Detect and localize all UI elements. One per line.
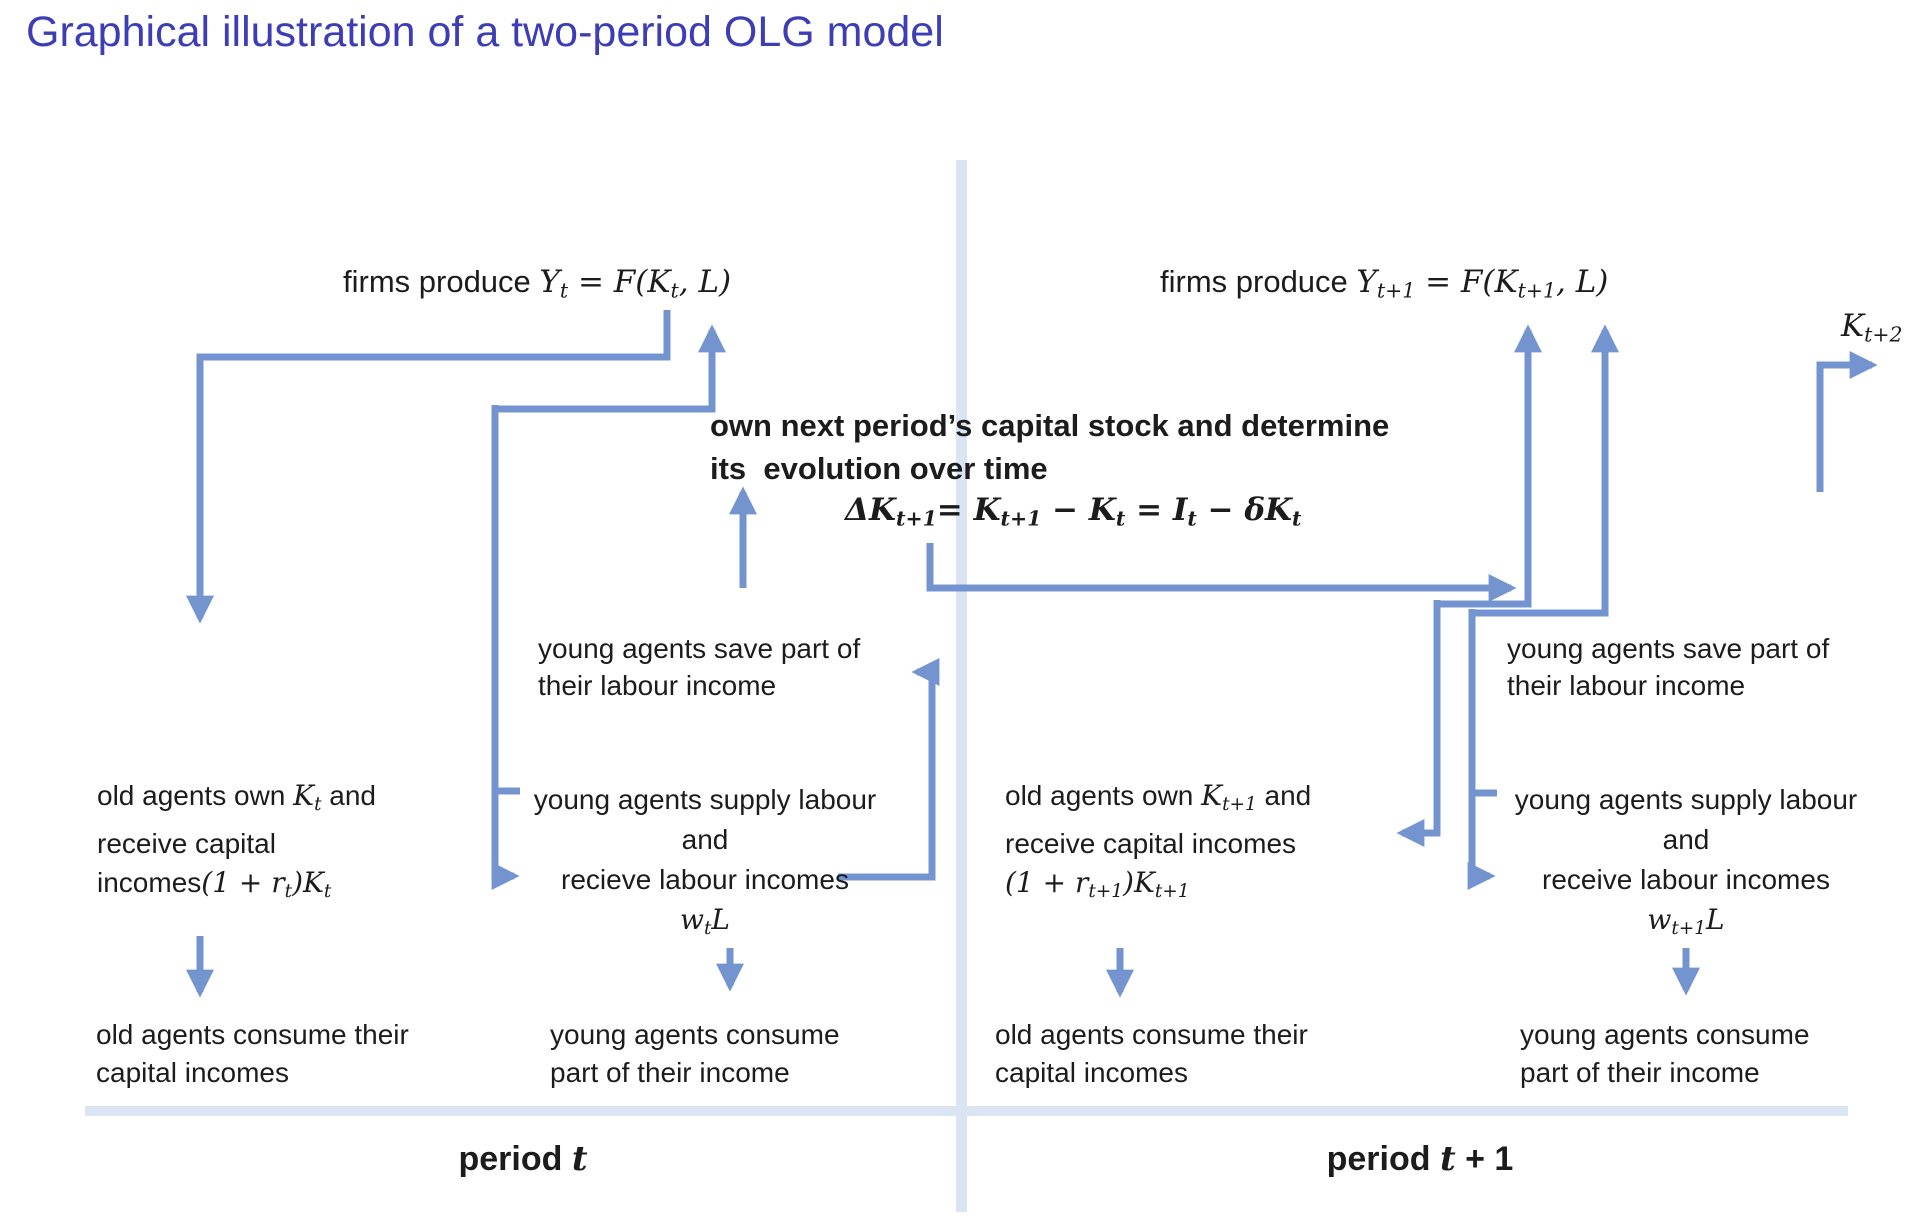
firms-produce-t1-formula: firms produce Yt+1 = F(Kt+1, L) <box>1160 264 1609 303</box>
slide-title: Graphical illustration of a two-period O… <box>26 8 944 56</box>
period-t-label: period t <box>458 1139 588 1179</box>
timeline-horizontal <box>85 1106 1848 1116</box>
arrow-capital-to-old-agents-t1 <box>1396 600 1441 847</box>
arrow-labour-to-wage-income-t1 <box>1467 609 1496 890</box>
period-divider-vertical <box>956 160 967 1212</box>
arrow-capital-to-next-period <box>926 543 1517 602</box>
own-capital-stock-text: own next period’s capital stock and dete… <box>710 408 1390 486</box>
arrow-labour-to-wage-income-t <box>491 405 520 890</box>
arrow-labour-into-production-t1 <box>1472 324 1619 617</box>
arrow-labour-into-production-t <box>495 324 726 413</box>
arrow-production-to-old-agents-t <box>186 310 671 624</box>
arrow-capital-into-production-t1 <box>1437 324 1542 608</box>
arrow-income-to-savings-t <box>838 658 940 881</box>
k-t2-label: Kt+2 <box>1841 308 1903 347</box>
period-t1-label: period t + 1 <box>1326 1139 1514 1179</box>
firms-produce-t-formula: firms produce Yt = F(Kt, L) <box>343 264 732 303</box>
arrow-savings-to-k-t2 <box>1816 351 1878 492</box>
capital-evolution-equation: ΔKt+1= Kt+1 − Kt = It − δKt <box>845 492 1302 531</box>
